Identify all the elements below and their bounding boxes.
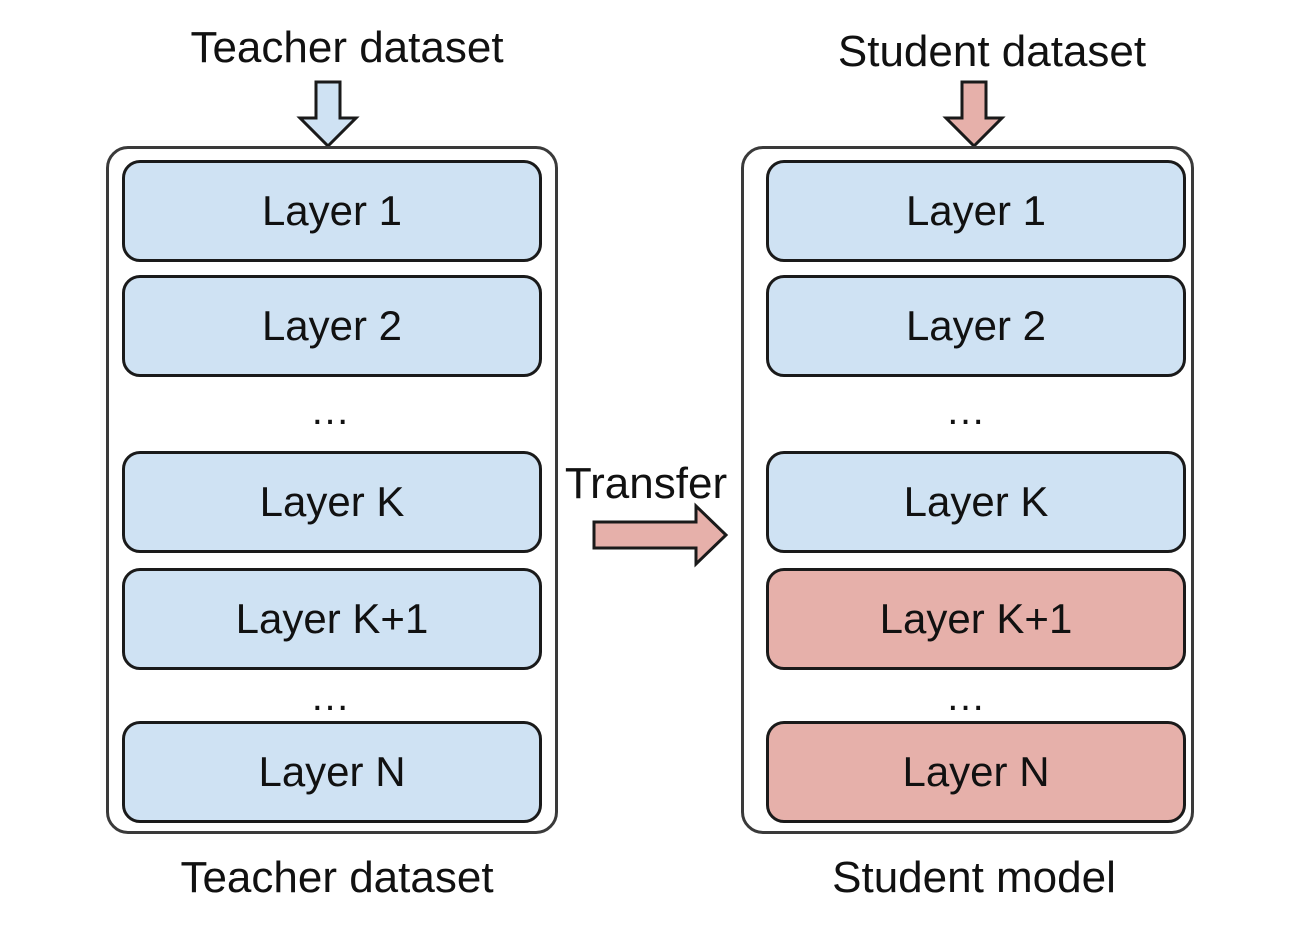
student-layer-n: Layer N <box>766 721 1186 823</box>
student-layer-2: Layer 2 <box>766 275 1186 377</box>
student-layer-k-plus-1: Layer K+1 <box>766 568 1186 670</box>
student-input-label: Student dataset <box>837 27 1147 76</box>
transfer-arrow-icon <box>592 502 729 568</box>
student-caption: Student model <box>832 853 1116 902</box>
student-ellipsis-lower: … <box>945 675 990 719</box>
teacher-model-panel: Layer 1 Layer 2 … Layer K Layer K+1 … La… <box>106 146 558 834</box>
teacher-layer-n: Layer N <box>122 721 542 823</box>
student-layer-k: Layer K <box>766 451 1186 553</box>
teacher-input-label: Teacher dataset <box>190 23 504 72</box>
teacher-ellipsis-lower: … <box>310 675 354 719</box>
student-layer-1: Layer 1 <box>766 160 1186 262</box>
teacher-layer-2: Layer 2 <box>122 275 542 377</box>
teacher-layer-1: Layer 1 <box>122 160 542 262</box>
student-ellipsis-upper: … <box>945 389 990 433</box>
student-input-arrow-icon <box>942 80 1006 149</box>
transfer-label: Transfer <box>564 459 728 508</box>
teacher-layer-k: Layer K <box>122 451 542 553</box>
student-model-panel: Layer 1 Layer 2 … Layer K Layer K+1 … La… <box>741 146 1194 834</box>
teacher-input-arrow-icon <box>296 80 360 149</box>
teacher-layer-k-plus-1: Layer K+1 <box>122 568 542 670</box>
teacher-ellipsis-upper: … <box>310 389 354 433</box>
teacher-caption: Teacher dataset <box>180 853 494 902</box>
